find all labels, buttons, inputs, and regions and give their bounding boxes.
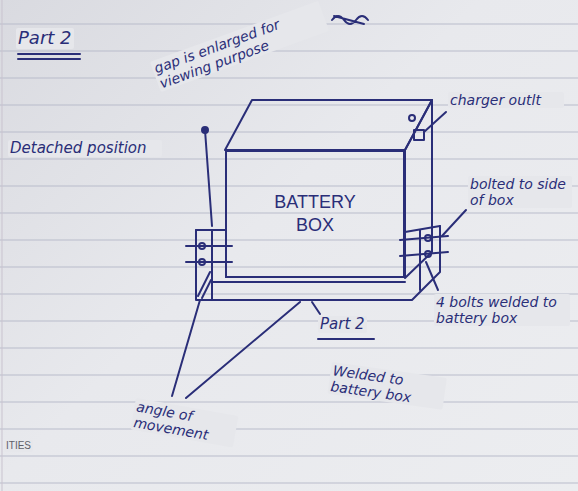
handwritten-note: angle of movement [130, 398, 238, 448]
title-text: Part 2 [16, 28, 74, 49]
ruled-line [0, 483, 578, 484]
handwritten-note: Detached position [8, 140, 162, 157]
charger-outlet [409, 115, 415, 121]
bolt-head [199, 243, 205, 249]
angle-mark [202, 280, 211, 298]
leader-line [312, 302, 320, 314]
ruled-line [0, 375, 578, 376]
charger-outlet [414, 130, 424, 140]
box-label: BATTERY BOX [270, 191, 360, 238]
bolt-head [425, 235, 431, 241]
bracket-base [212, 281, 405, 283]
handwritten-note: ITIES [4, 440, 33, 452]
leader-line [424, 112, 446, 132]
label-underline [318, 338, 374, 340]
bolt-head [425, 251, 431, 257]
leader-line [426, 262, 438, 290]
handwritten-note: 4 bolts welded to battery box [434, 294, 570, 326]
battery-box: BATTERY BOX [225, 150, 405, 278]
leader-line [205, 130, 212, 226]
ruled-line [0, 240, 578, 241]
handwritten-note: Part 2 [318, 316, 367, 333]
leader-line [186, 302, 300, 398]
bolt [400, 252, 448, 256]
title-underline [18, 58, 80, 60]
handwritten-note: gap is enlarged for viewing purpose [150, 1, 329, 92]
leader-line [442, 210, 466, 236]
handwritten-note: Welded to battery box [328, 362, 447, 410]
box-side-face [405, 100, 432, 278]
ruled-line [0, 132, 578, 133]
title-underline [18, 53, 80, 55]
ruled-line [0, 429, 578, 430]
handwritten-note: charger outlt [448, 92, 564, 108]
bracket-plate [211, 230, 213, 300]
bracket-plate [405, 226, 440, 232]
scribble [332, 16, 368, 24]
margin-line [2, 0, 3, 491]
leader-line [172, 300, 200, 396]
bolt-head [199, 259, 205, 265]
ruled-line [0, 402, 578, 403]
ruled-line [0, 348, 578, 349]
bolt [400, 236, 448, 240]
ruled-line [0, 159, 578, 160]
handwritten-note: bolted to side of box [468, 176, 572, 208]
ruled-line [0, 78, 578, 79]
ruled-line [0, 267, 578, 268]
bracket-plate [196, 229, 225, 231]
ruled-line [0, 213, 578, 214]
box-top-face [225, 100, 432, 150]
ruled-line [0, 456, 578, 457]
ruled-line [0, 51, 578, 52]
